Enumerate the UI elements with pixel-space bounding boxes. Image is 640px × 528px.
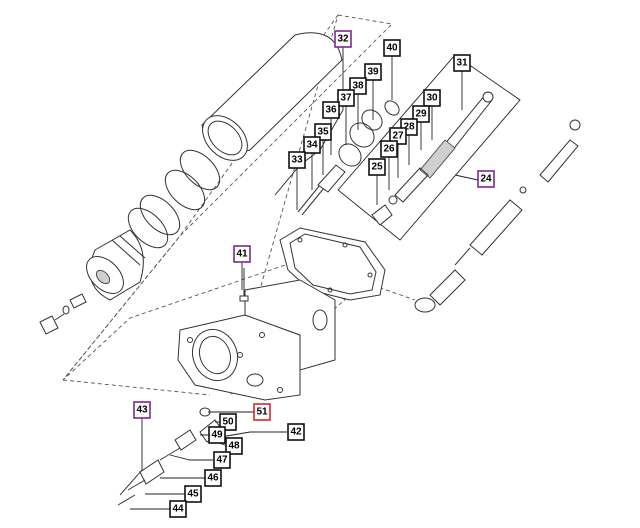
gasket-plate <box>279 227 386 301</box>
callout-49[interactable]: 49 <box>208 426 226 444</box>
callout-27[interactable]: 27 <box>389 127 407 145</box>
callout-24[interactable]: 24 <box>477 170 495 188</box>
leader-lines <box>119 47 479 510</box>
callout-43[interactable]: 43 <box>133 401 151 419</box>
callout-34[interactable]: 34 <box>303 136 321 154</box>
callout-40[interactable]: 40 <box>383 39 401 57</box>
callout-32[interactable]: 32 <box>334 30 352 48</box>
callout-47[interactable]: 47 <box>213 451 231 469</box>
left-fasteners <box>39 293 87 335</box>
outer-boundary-line <box>62 14 339 381</box>
svg-text:42: 42 <box>290 427 302 438</box>
svg-text:51: 51 <box>256 407 268 418</box>
callout-41[interactable]: 41 <box>233 245 251 263</box>
valve-body-boundary <box>299 259 416 301</box>
callout-31[interactable]: 31 <box>453 54 471 72</box>
svg-text:44: 44 <box>172 504 184 515</box>
svg-text:35: 35 <box>317 127 329 138</box>
callout-37[interactable]: 37 <box>337 89 355 107</box>
callout-50[interactable]: 50 <box>219 413 237 431</box>
callouts: 32 40 39 38 37 36 35 34 <box>133 30 495 518</box>
callout-42[interactable]: 42 <box>287 423 305 441</box>
callout-33[interactable]: 33 <box>288 151 306 169</box>
svg-text:36: 36 <box>325 105 337 116</box>
svg-text:37: 37 <box>340 93 352 104</box>
svg-text:32: 32 <box>337 34 349 45</box>
svg-text:28: 28 <box>403 122 415 133</box>
callout-48[interactable]: 48 <box>225 437 243 455</box>
callout-30[interactable]: 30 <box>423 89 441 107</box>
callout-45[interactable]: 45 <box>184 485 202 503</box>
right-spool <box>414 119 581 313</box>
lower-left-boundary <box>62 379 211 396</box>
callout-36[interactable]: 36 <box>322 101 340 119</box>
assembly-boundaries <box>62 14 416 397</box>
spool-parts <box>371 91 494 226</box>
svg-text:45: 45 <box>187 489 199 500</box>
bolt-41 <box>239 268 249 302</box>
callout-44[interactable]: 44 <box>169 500 187 518</box>
svg-text:50: 50 <box>222 417 234 428</box>
callout-35[interactable]: 35 <box>314 123 332 141</box>
svg-text:26: 26 <box>383 144 395 155</box>
svg-text:49: 49 <box>211 430 223 441</box>
piston-components <box>297 100 400 216</box>
bellows <box>86 229 146 301</box>
svg-text:27: 27 <box>392 131 404 142</box>
seal-rings <box>127 149 221 249</box>
svg-text:48: 48 <box>228 441 240 452</box>
svg-text:38: 38 <box>352 81 364 92</box>
callout-39[interactable]: 39 <box>364 63 382 81</box>
svg-text:46: 46 <box>207 473 219 484</box>
svg-text:30: 30 <box>426 93 438 104</box>
svg-text:29: 29 <box>415 109 427 120</box>
svg-text:25: 25 <box>371 162 383 173</box>
cylinder-tube <box>201 32 343 161</box>
svg-text:31: 31 <box>456 58 468 69</box>
svg-text:41: 41 <box>236 249 248 260</box>
svg-text:47: 47 <box>216 455 228 466</box>
svg-text:39: 39 <box>367 67 379 78</box>
callout-25[interactable]: 25 <box>368 158 386 176</box>
callout-51[interactable]: 51 <box>253 403 271 421</box>
svg-text:24: 24 <box>480 174 492 185</box>
valve-housing <box>177 279 336 401</box>
callout-29[interactable]: 29 <box>412 105 430 123</box>
svg-text:43: 43 <box>136 405 148 416</box>
upper-assembly-boundary <box>62 14 393 397</box>
callout-46[interactable]: 46 <box>204 469 222 487</box>
svg-text:33: 33 <box>291 155 303 166</box>
callout-26[interactable]: 26 <box>380 140 398 158</box>
lower-fittings <box>117 407 223 506</box>
svg-text:40: 40 <box>386 43 398 54</box>
svg-text:34: 34 <box>306 140 318 151</box>
